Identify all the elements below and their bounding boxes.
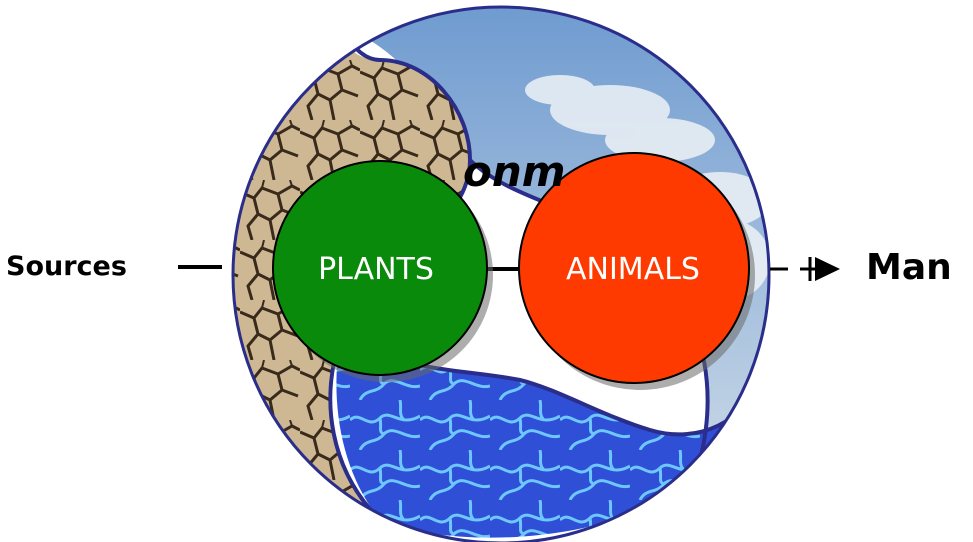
environment-label: onm [463, 147, 623, 196]
man-label: Man [866, 247, 952, 288]
animals-label: ANIMALS [520, 252, 746, 287]
sources-label: Sources [6, 251, 127, 282]
plants-label: PLANTS [272, 252, 480, 287]
arrow-right-icon [800, 257, 840, 281]
